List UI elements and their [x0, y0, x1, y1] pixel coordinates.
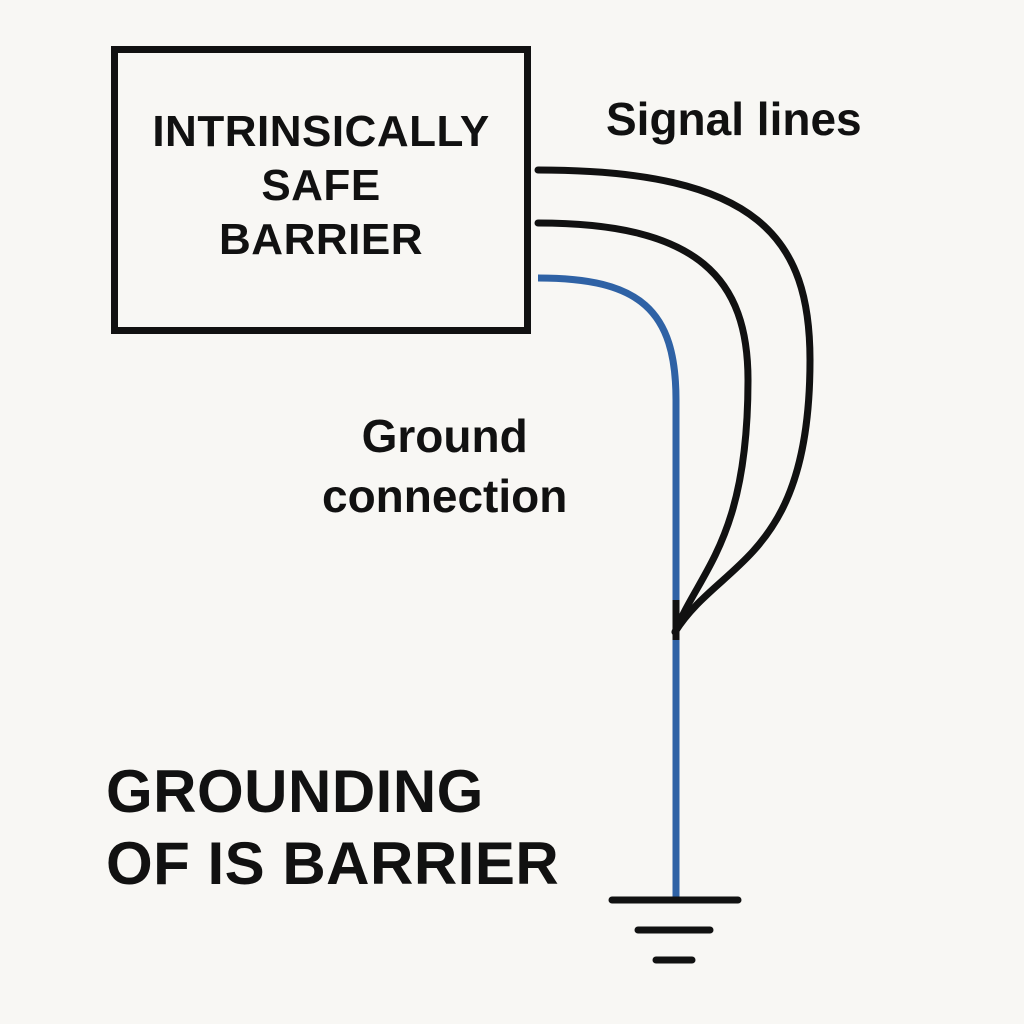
barrier-label-line-1: INTRINSICALLY	[152, 107, 490, 156]
diagram-title: GROUNDING OF IS BARRIER	[106, 756, 559, 900]
barrier-label-line-3: BARRIER	[219, 215, 423, 264]
diagram-title-line-2: OF IS BARRIER	[106, 830, 560, 897]
barrier-label: INTRINSICALLY SAFE BARRIER	[152, 105, 489, 267]
is-barrier-box: INTRINSICALLY SAFE BARRIER	[111, 46, 531, 334]
signal-line-inner	[534, 219, 752, 636]
diagram-title-line-1: GROUNDING	[106, 758, 484, 825]
barrier-label-line-2: SAFE	[261, 161, 381, 210]
ground-connection-label-line-2: connection	[322, 470, 568, 522]
signal-line-outer	[534, 166, 814, 636]
earth-ground-icon	[608, 896, 742, 964]
ground-connection-label: Ground connection	[322, 406, 567, 526]
ground-connection-wire	[537, 274, 680, 898]
signal-lines-label: Signal lines	[606, 93, 862, 145]
ground-connection-label-line-1: Ground	[361, 410, 528, 462]
